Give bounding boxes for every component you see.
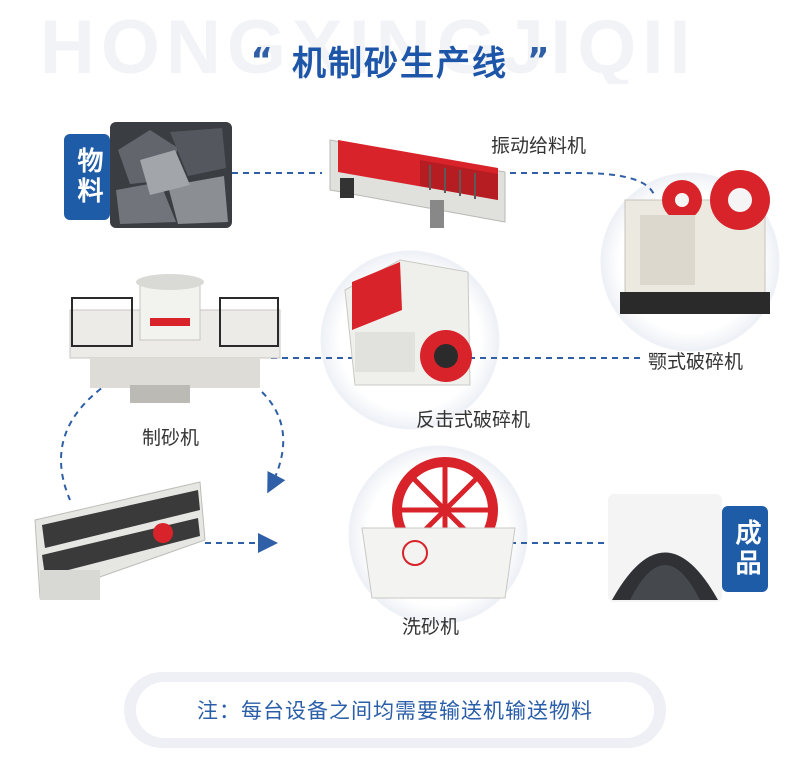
material-tag: 物料 — [64, 134, 110, 220]
vibrating-feeder-image — [329, 139, 506, 228]
vsi-sand-maker-image — [69, 274, 281, 403]
sand-washer-label: 洗砂机 — [402, 616, 460, 638]
note-inner: 注：每台设备之间均需要输送机输送物料 — [136, 682, 654, 738]
title-quote-close: ” — [527, 40, 550, 81]
title-quote-open: “ — [250, 40, 273, 81]
feeder-label: 振动给料机 — [491, 135, 587, 157]
flow-line-sandmaker-screen — [60, 381, 111, 501]
sand-pile-image — [608, 494, 722, 602]
impact-crusher-label: 反击式破碎机 — [416, 409, 531, 431]
sand-maker-label: 制砂机 — [142, 427, 200, 449]
jaw-crusher-image — [620, 170, 770, 314]
impact-crusher-image — [344, 259, 472, 386]
bucket-sand-washer-image — [361, 457, 516, 599]
coal-ore-image — [110, 122, 232, 228]
jaw-crusher-label: 颚式破碎机 — [648, 351, 744, 373]
note-text: 注：每台设备之间均需要输送机输送物料 — [197, 699, 593, 723]
note-banner: 注：每台设备之间均需要输送机输送物料 — [124, 672, 666, 748]
vibrating-screen-image — [34, 481, 206, 600]
flow-line-screen-return — [261, 391, 286, 494]
flow-line-feeder-jaw — [510, 172, 656, 199]
title-bar: “ 机制砂生产线 ” — [0, 36, 800, 85]
background-watermark: HONGXINGJIQII — [40, 5, 697, 84]
page-title: 机制砂生产线 — [292, 44, 508, 84]
product-tag: 成品 — [722, 506, 768, 592]
